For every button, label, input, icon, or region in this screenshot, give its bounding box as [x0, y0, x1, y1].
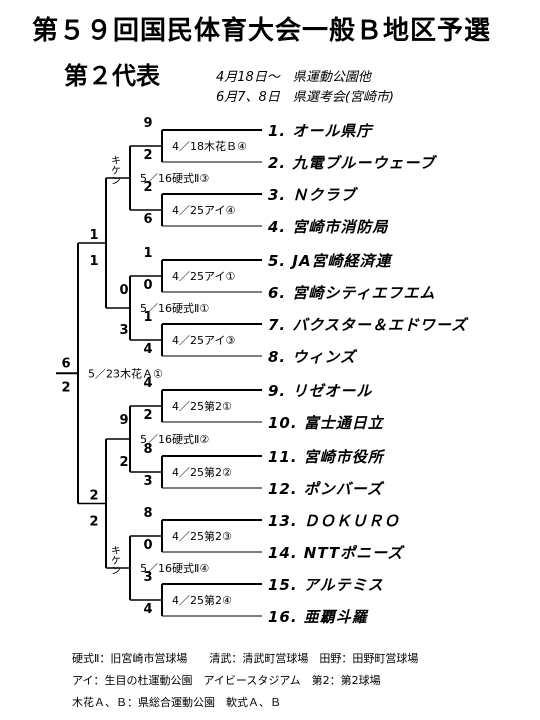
- r3-score-bottom: 2: [89, 515, 98, 530]
- r3-score-top: 1: [89, 228, 98, 243]
- final-score-top: 6: [61, 356, 70, 371]
- r3-score-bottom: 1: [89, 254, 98, 269]
- final-score-bottom: 2: [61, 380, 70, 395]
- team-name-16: 16. 亜覇斗羅: [268, 608, 368, 626]
- r1-venue-label: 4／18木花Ｂ④: [172, 140, 247, 153]
- r1-score-top: 8: [143, 506, 152, 521]
- r2-forfeit-note: キケン: [109, 155, 121, 185]
- r1-venue-label: 4／25アイ③: [172, 334, 235, 347]
- r2-score-top: 0: [119, 283, 128, 298]
- team-name-14: 14. NTTポニーズ: [268, 544, 404, 562]
- r1-score-bottom: 0: [143, 538, 152, 553]
- r1-score-bottom: 4: [143, 602, 152, 617]
- page-subtitle: 第２代表: [64, 62, 160, 90]
- team-name-11: 11. 宮崎市役所: [268, 448, 384, 466]
- page-title: 第５９回国民体育大会一般Ｂ地区予選: [32, 16, 492, 46]
- r1-score-top: 2: [143, 180, 152, 195]
- r1-score-bottom: 2: [143, 408, 152, 423]
- r1-score-bottom: 0: [143, 278, 152, 293]
- legend-line-2: アイ：生目の杜運動公園 アイビースタジアム 第2：第2球場: [72, 674, 381, 687]
- r2-score-bottom: 3: [119, 323, 128, 338]
- team-name-1: 1. オール県庁: [268, 122, 373, 140]
- schedule-line-2: 6月7、8日 県選考会(宮崎市): [216, 90, 394, 105]
- r1-score-top: 4: [143, 376, 152, 391]
- r3-score-top: 2: [89, 489, 98, 504]
- r1-score-top: 9: [143, 116, 152, 131]
- r2-venue-label: 5／16硬式Ⅱ③: [140, 172, 209, 185]
- r2-venue-label: 5／16硬式Ⅱ①: [140, 302, 209, 315]
- r1-venue-label: 4／25第2④: [172, 593, 232, 607]
- team-name-10: 10. 富士通日立: [268, 414, 384, 432]
- r1-venue-label: 4／25第2②: [172, 465, 232, 479]
- r1-score-top: 1: [143, 310, 152, 325]
- r1-venue-label: 4／25第2①: [172, 399, 232, 413]
- r1-score-top: 3: [143, 570, 152, 585]
- team-name-3: 3. Ｎクラブ: [268, 186, 357, 204]
- team-name-9: 9. リゼオール: [268, 382, 373, 400]
- r1-venue-label: 4／25アイ①: [172, 270, 235, 283]
- legend-line-1: 硬式Ⅱ：旧宮崎市営球場 清武：清武町営球場 田野：田野町営球場: [72, 652, 419, 665]
- r1-score-bottom: 4: [143, 342, 152, 357]
- team-name-8: 8. ウィンズ: [268, 348, 357, 366]
- team-name-15: 15. アルテミス: [268, 576, 384, 594]
- r1-score-top: 8: [143, 442, 152, 457]
- r1-venue-label: 4／25アイ④: [172, 204, 235, 217]
- r1-score-bottom: 3: [143, 474, 152, 489]
- schedule-line-1: 4月18日～ 県運動公園他: [216, 70, 371, 85]
- r1-score-bottom: 6: [143, 212, 152, 227]
- r1-score-bottom: 2: [143, 148, 152, 163]
- r2-venue-label: 5／16硬式Ⅱ②: [140, 433, 209, 446]
- r2-forfeit-note: キケン: [109, 545, 121, 575]
- final-venue-label: 5／23木花Ａ①: [88, 367, 163, 380]
- team-name-5: 5. JA宮崎経済連: [268, 252, 392, 270]
- r2-score-top: 9: [119, 413, 128, 428]
- r1-venue-label: 4／25第2③: [172, 529, 232, 543]
- legend-line-3: 木花Ａ、Ｂ：県総合運動公園 軟式Ａ、Ｂ: [72, 696, 281, 709]
- team-name-13: 13. ＤＯＫＵＲＯ: [268, 512, 400, 530]
- team-name-4: 4. 宮崎市消防局: [268, 218, 389, 236]
- team-name-2: 2. 九電ブルーウェーブ: [268, 154, 436, 172]
- team-name-7: 7. バクスター＆エドワーズ: [268, 316, 468, 334]
- r2-score-bottom: 2: [119, 455, 128, 470]
- team-name-6: 6. 宮崎シティエフエム: [268, 284, 436, 302]
- team-name-12: 12. ポンバーズ: [268, 480, 384, 498]
- r1-score-top: 1: [143, 246, 152, 261]
- r2-venue-label: 5／16硬式Ⅱ④: [140, 562, 209, 575]
